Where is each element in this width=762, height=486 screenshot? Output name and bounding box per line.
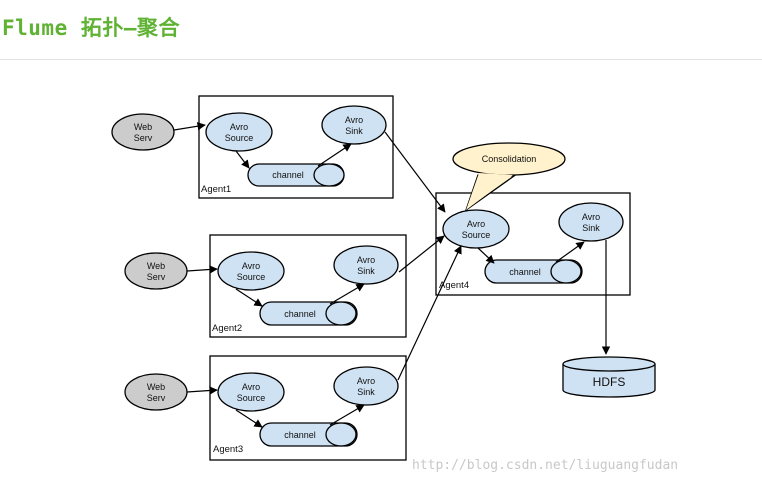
- arrow-webserv3-to-source3: [186, 386, 218, 395]
- web-serv-3-label-line2: Serv: [147, 393, 166, 403]
- avro-sink-2-label-line1: Avro: [357, 255, 375, 265]
- consolidation-label: Consolidation: [482, 154, 537, 164]
- arrow-channel3-to-sink3: [329, 404, 365, 426]
- avro-source-2-label-line2: Source: [237, 272, 266, 282]
- channel-3-label: channel: [284, 430, 316, 440]
- avro-source-1: [205, 112, 273, 152]
- channel-3: channel: [259, 422, 358, 447]
- arrow-sink3-to-source4: [397, 245, 462, 381]
- arrow-webserv2-to-source2: [186, 265, 218, 274]
- web-serv-1: [111, 113, 175, 151]
- arrow-source4-to-channel4: [477, 247, 495, 264]
- agent1-box: [198, 95, 394, 199]
- agent4-label: Agent4: [439, 280, 469, 291]
- channel-1: channel: [247, 163, 345, 187]
- avro-source-3: [217, 372, 285, 412]
- consolidation-callout: Consolidation: [452, 142, 566, 212]
- hdfs-storage: HDFS: [562, 356, 656, 398]
- avro-source-3-label-line2: Source: [237, 393, 266, 403]
- agent2-group: Agent2 Web Serv Avro Source Avro Sink ch…: [124, 234, 407, 338]
- avro-sink-3-label-line1: Avro: [357, 376, 375, 386]
- arrow-sink1-to-source4: [384, 131, 446, 213]
- web-serv-1-label-line1: Web: [134, 122, 152, 132]
- arrow-channel2-to-sink2: [329, 283, 365, 305]
- avro-source-3-label-line1: Avro: [242, 382, 260, 392]
- avro-source-1-label-line2: Source: [225, 133, 254, 143]
- avro-sink-1-label-line2: Sink: [345, 126, 363, 136]
- arrow-source3-to-channel3: [235, 409, 263, 428]
- arrow-channel1-to-sink1: [317, 143, 352, 167]
- avro-sink-2-label-line2: Sink: [357, 266, 375, 276]
- avro-sink-4: [558, 202, 624, 242]
- channel-1-label: channel: [272, 170, 304, 180]
- web-serv-3: [124, 373, 188, 411]
- avro-source-2-label-line1: Avro: [242, 261, 260, 271]
- avro-source-4-label-line1: Avro: [467, 219, 485, 229]
- avro-sink-2: [333, 245, 399, 285]
- arrow-sink2-to-source4: [398, 235, 445, 273]
- avro-source-2: [217, 251, 285, 291]
- agent1-group: Agent1 Web Serv Avro Source Avro Sink ch…: [111, 95, 394, 199]
- avro-sink-4-label-line2: Sink: [582, 223, 600, 233]
- avro-sink-1-label-line1: Avro: [345, 115, 363, 125]
- web-serv-3-label-line1: Web: [147, 382, 165, 392]
- watermark-url: http://blog.csdn.net/liuguangfudan: [412, 458, 679, 473]
- agent3-box: [209, 355, 407, 461]
- web-serv-2-label-line2: Serv: [147, 272, 166, 282]
- channel-4: channel: [484, 259, 583, 284]
- agent2-box: [209, 234, 407, 338]
- avro-sink-3-label-line2: Sink: [357, 387, 375, 397]
- avro-sink-4-label-line1: Avro: [582, 212, 600, 222]
- agent4-group: Agent4 Avro Source Avro Sink channel: [435, 192, 631, 296]
- avro-source-4-label-line2: Source: [462, 230, 491, 240]
- arrow-webserv1-to-source1: [173, 122, 206, 131]
- web-serv-1-label-line2: Serv: [134, 133, 153, 143]
- agent2-label: Agent2: [212, 323, 242, 334]
- avro-sink-1: [321, 105, 387, 145]
- web-serv-2-label-line1: Web: [147, 261, 165, 271]
- avro-source-4: [442, 209, 510, 249]
- page-title: Flume 拓扑—聚合: [2, 16, 181, 40]
- hdfs-label: HDFS: [593, 375, 626, 389]
- channel-4-label: channel: [509, 267, 541, 277]
- avro-sink-3: [333, 366, 399, 406]
- arrow-source1-to-channel1: [235, 150, 250, 169]
- channel-2: channel: [259, 301, 358, 326]
- agent3-group: Agent3 Web Serv Avro Source Avro Sink ch…: [124, 355, 407, 461]
- arrow-channel4-to-sink4: [555, 241, 585, 263]
- arrow-source2-to-channel2: [235, 288, 263, 307]
- web-serv-2: [124, 252, 188, 290]
- channel-2-label: channel: [284, 309, 316, 319]
- avro-source-1-label-line1: Avro: [230, 122, 248, 132]
- title-divider: [0, 59, 762, 60]
- agent1-label: Agent1: [201, 184, 231, 195]
- agent3-label: Agent3: [213, 444, 243, 455]
